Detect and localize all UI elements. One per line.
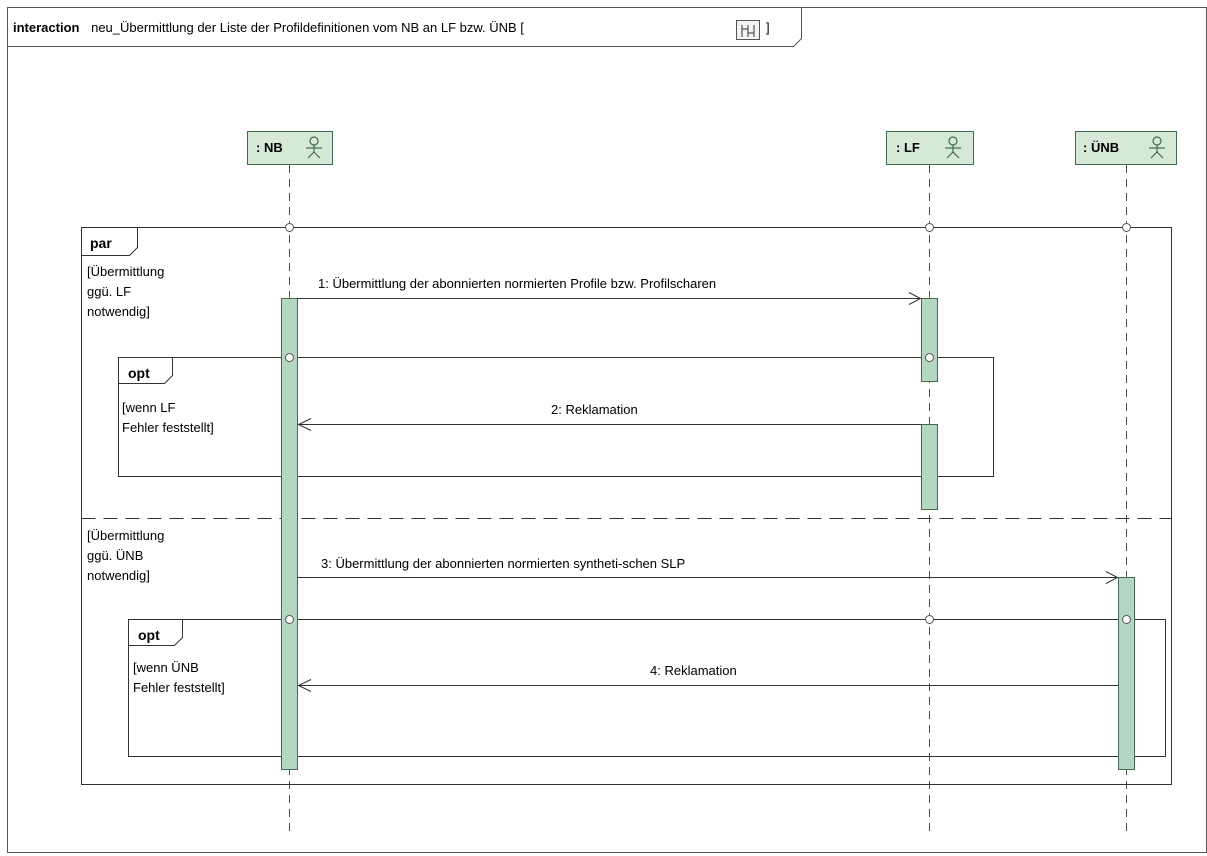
lifeline-unb[interactable]: : ÜNB xyxy=(1075,131,1177,165)
opt-fragment-1[interactable]: opt [wenn LF Fehler feststellt] xyxy=(118,357,994,477)
frame-name: neu_Übermittlung der Liste der Profildef… xyxy=(91,20,524,35)
message-label: 4: Reklamation xyxy=(650,663,737,678)
opt2-guard: [wenn ÜNB Fehler feststellt] xyxy=(133,660,225,695)
lifeline-label: : ÜNB xyxy=(1083,140,1119,155)
frame-suffix: ] xyxy=(766,20,770,35)
message-1[interactable]: 1: Übermittlung der abonnierten normiert… xyxy=(297,276,922,305)
par-guard-2: [Übermittlung ggü. ÜNB notwendig] xyxy=(87,528,168,583)
activation-lf-2 xyxy=(921,424,938,510)
lifeline-lf[interactable]: : LF xyxy=(886,131,974,165)
actor-icon xyxy=(306,136,322,159)
lifeline-nb[interactable]: : NB xyxy=(247,131,333,165)
frame-keyword: interaction xyxy=(13,20,80,35)
svg-text:interaction neu_Übermitt: interaction neu_Übermittlung der Liste d… xyxy=(13,20,524,35)
par-fragment[interactable]: par [Übermittlung ggü. LF notwendig] [Üb… xyxy=(81,227,1172,785)
actor-icon xyxy=(945,136,961,159)
interaction-points xyxy=(285,223,1131,624)
message-3[interactable]: 3: Übermittlung der abonnierten normiert… xyxy=(297,556,1119,584)
message-2[interactable]: 2: Reklamation xyxy=(297,402,922,431)
activation-lf-1 xyxy=(921,298,938,382)
message-label: 2: Reklamation xyxy=(551,402,638,417)
activation-bars xyxy=(281,298,1135,770)
activation-unb xyxy=(1118,577,1135,770)
lifeline-lines xyxy=(289,165,1127,832)
opt-fragment-2[interactable]: opt [wenn ÜNB Fehler feststellt] xyxy=(128,619,1166,757)
fragment-operator: opt xyxy=(128,365,150,381)
opt1-guard: [wenn LF Fehler feststellt] xyxy=(122,400,214,435)
fragment-operator: opt xyxy=(138,627,160,643)
par-guard-1: [Übermittlung ggü. LF notwendig] xyxy=(87,264,168,319)
message-label: 3: Übermittlung der abonnierten normiert… xyxy=(321,556,685,571)
lifeline-label: : NB xyxy=(256,140,283,155)
message-label: 1: Übermittlung der abonnierten normiert… xyxy=(318,276,716,291)
actor-icon xyxy=(1149,136,1165,159)
lifeline-label: : LF xyxy=(896,140,920,155)
diagram-icon xyxy=(736,20,760,40)
fragment-operator: par xyxy=(90,235,112,251)
message-4[interactable]: 4: Reklamation xyxy=(297,663,1119,692)
activation-nb xyxy=(281,298,298,770)
interaction-frame: interaction neu_Übermittlung der Liste d… xyxy=(7,7,1207,853)
